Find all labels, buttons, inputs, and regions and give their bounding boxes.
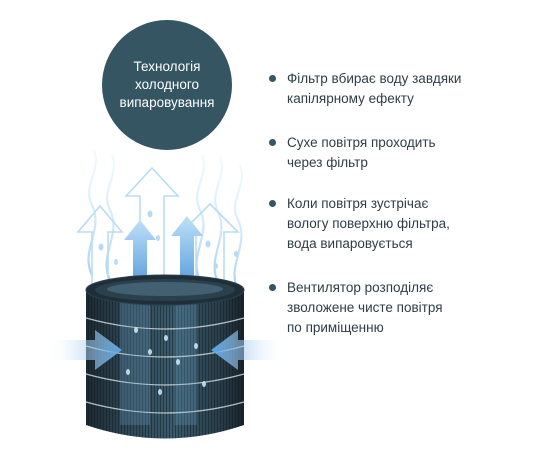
humidifier-filter <box>85 274 245 439</box>
bullet-dot-icon <box>269 200 276 207</box>
feature-line: капілярному ефекту <box>287 91 414 106</box>
feature-line: Коли повітря зустрічає <box>287 196 429 211</box>
water-drop-icon <box>98 210 238 269</box>
water-drop-icon <box>126 327 206 395</box>
feature-line: через фільтр <box>287 155 368 170</box>
up-arrow-icon <box>124 216 203 292</box>
bullet-dot-icon <box>269 75 276 82</box>
steam-wave-icon <box>87 148 243 292</box>
badge-title: Технологія холодного випаровування <box>111 58 223 112</box>
feature-text: Вентилятор розподіляє зволожене чисте по… <box>287 278 549 338</box>
technology-badge: Технологія холодного випаровування <box>102 20 232 150</box>
badge-line: Технологія <box>133 59 201 74</box>
bullet-dot-icon <box>269 139 276 146</box>
badge-line: випаровування <box>119 95 215 110</box>
feature-line: по приміщенню <box>287 320 384 335</box>
feature-line: Фільтр вбирає воду завдяки <box>287 71 462 86</box>
badge-line: холодного <box>134 77 200 92</box>
feature-line: вода випаровується <box>287 236 413 251</box>
inflow-arrow-icon <box>211 330 285 370</box>
feature-text: Фільтр вбирає воду завдяки капілярному е… <box>287 69 549 109</box>
feature-line: Сухе повітря проходить <box>287 135 436 150</box>
feature-line: Вентилятор розподіляє <box>287 280 434 295</box>
feature-text: Коли повітря зустрічає вологу поверхню ф… <box>287 194 549 254</box>
feature-line: вологу поверхню фільтра, <box>287 216 450 231</box>
feature-line: зволожене чисте повітря <box>287 300 443 315</box>
inflow-arrow-icon <box>48 330 122 370</box>
bullet-dot-icon <box>269 284 276 291</box>
feature-text: Сухе повітря проходить через фільтр <box>287 133 549 173</box>
